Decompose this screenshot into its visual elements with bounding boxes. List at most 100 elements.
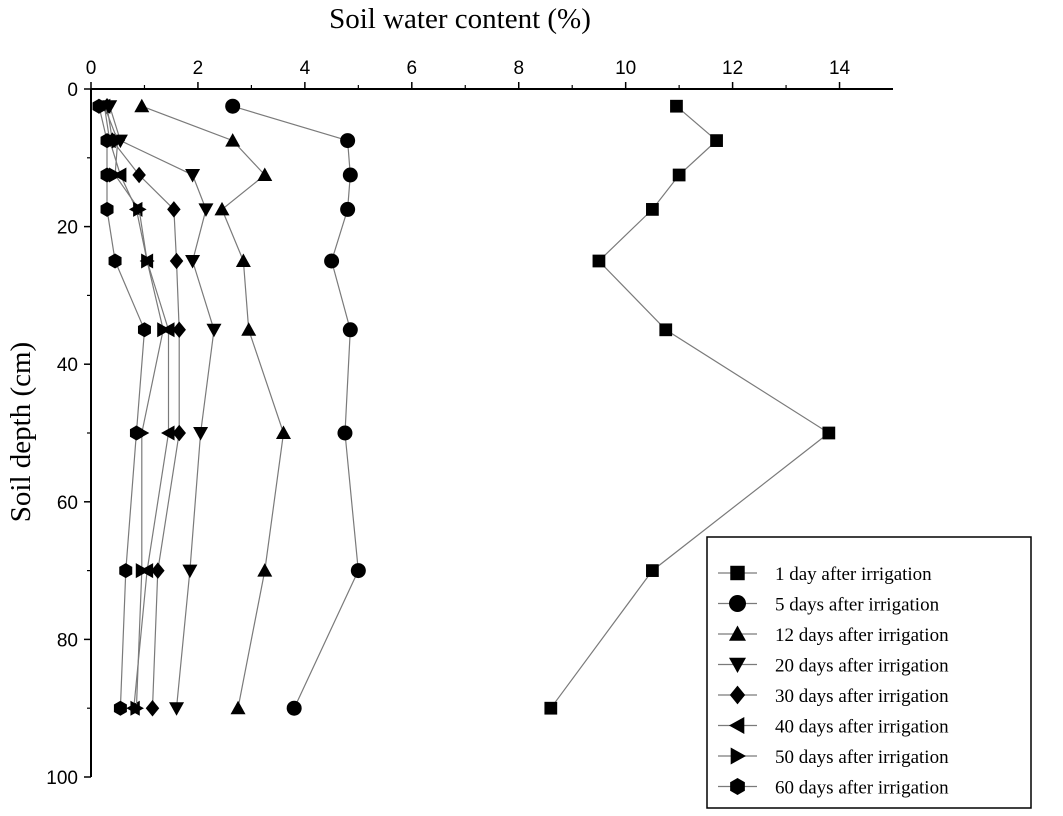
data-point [185, 255, 201, 269]
series-line [141, 105, 285, 709]
x-tick-label: 8 [513, 58, 524, 79]
legend-marker [729, 685, 746, 705]
x-tick-label: 12 [722, 58, 743, 79]
data-point [342, 322, 358, 338]
data-point [133, 201, 147, 217]
data-point [822, 426, 836, 440]
legend-box [706, 536, 1032, 809]
data-point [198, 203, 214, 217]
data-point [185, 169, 201, 183]
data-point [592, 254, 606, 268]
data-point [92, 98, 106, 114]
data-point [100, 133, 114, 149]
legend-marker [729, 717, 745, 734]
data-point [141, 253, 155, 269]
data-point [145, 699, 160, 717]
series-4 [102, 100, 222, 716]
x-tick-label: 14 [829, 58, 851, 79]
legend-label: 1 day after irrigation [775, 564, 932, 585]
data-point [659, 323, 673, 337]
data-point [100, 201, 114, 217]
data-point [235, 253, 251, 267]
legend-marker [729, 657, 746, 673]
data-point [119, 563, 133, 579]
legend-marker [730, 565, 745, 581]
legend: 1 day after irrigation 5 days after irrig… [706, 536, 1032, 809]
data-point [225, 98, 241, 114]
y-tick-label: 80 [57, 630, 78, 651]
plot-area [92, 97, 836, 717]
data-point [257, 563, 273, 577]
data-point [172, 321, 186, 339]
data-point [169, 702, 185, 716]
data-point [340, 201, 356, 217]
data-point [337, 425, 353, 441]
legend-label: 40 days after irrigation [775, 717, 949, 738]
legend-marker [730, 778, 745, 795]
series-2 [225, 98, 366, 716]
data-point [324, 253, 340, 269]
data-point [646, 564, 659, 577]
data-point [275, 425, 291, 439]
legend-label: 30 days after irrigation [775, 686, 949, 707]
data-point [193, 427, 209, 441]
data-point [172, 424, 186, 442]
data-point [134, 98, 150, 113]
legend-marker [729, 595, 746, 612]
data-point [100, 167, 114, 183]
y-tick-label: 0 [67, 80, 78, 101]
legend-marker [729, 625, 746, 641]
data-point [230, 700, 246, 715]
data-point [167, 201, 181, 218]
data-point [132, 166, 146, 184]
data-point [129, 425, 143, 441]
legend-label: 5 days after irrigation [775, 595, 940, 616]
data-point [350, 563, 366, 579]
legend-label: 60 days after irrigation [775, 778, 949, 799]
series-line [103, 106, 170, 709]
series-7 [98, 98, 171, 716]
data-point [342, 167, 358, 183]
legend-label: 50 days after irrigation [775, 747, 949, 768]
data-point [182, 564, 198, 579]
data-point [286, 700, 302, 716]
data-point [214, 201, 230, 216]
data-point [130, 700, 144, 716]
y-tick-label: 40 [57, 355, 78, 376]
x-tick-label: 2 [193, 58, 204, 79]
data-point [206, 323, 222, 338]
data-point [544, 701, 558, 715]
data-point [710, 134, 723, 147]
data-point [161, 425, 175, 441]
x-tick-label: 10 [615, 58, 636, 79]
y-tick-label: 20 [57, 218, 78, 239]
series-1 [544, 99, 836, 715]
y-tick-label: 60 [57, 493, 78, 514]
series-5 [100, 97, 186, 717]
legend-marker [730, 747, 746, 765]
data-point [151, 562, 165, 579]
series-line [232, 105, 359, 709]
y-tick-label: 100 [46, 768, 78, 789]
data-point [670, 99, 683, 113]
y-axis-title: Soil depth (cm) [5, 342, 37, 522]
data-point [225, 133, 241, 147]
x-tick-label: 0 [86, 58, 97, 79]
data-point [340, 133, 356, 149]
axes: 0 2 4 6 8 10 12 14 0 20 40 60 80 100 [46, 58, 893, 789]
data-point [169, 252, 184, 270]
data-point [108, 253, 122, 269]
data-point [672, 168, 686, 182]
legend-label: 12 days after irrigation [775, 625, 949, 646]
series-line [98, 106, 146, 709]
x-tick-label: 4 [300, 58, 311, 79]
x-tick-label: 6 [407, 58, 418, 79]
data-point [137, 322, 151, 338]
data-point [646, 203, 659, 216]
data-point [111, 133, 126, 149]
data-point [157, 322, 171, 338]
data-point [257, 167, 273, 181]
series-line [103, 105, 164, 709]
series-3 [134, 98, 291, 715]
